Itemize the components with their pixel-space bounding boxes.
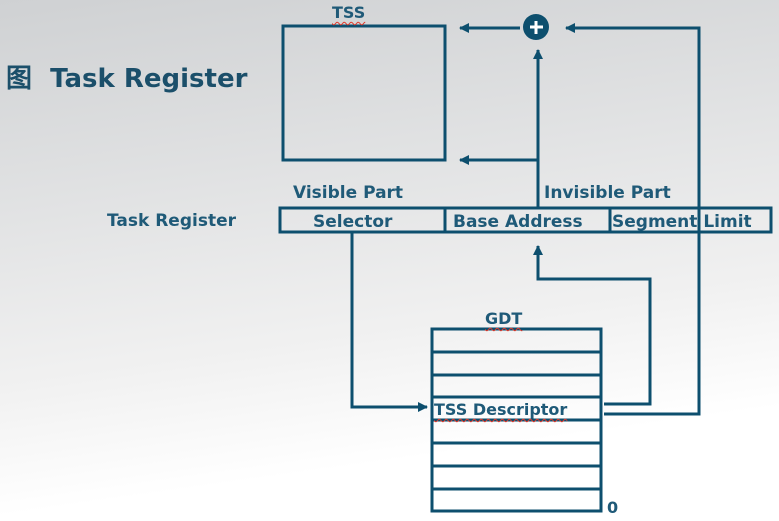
tss-box — [281, 24, 447, 162]
tss-descriptor-label: TSS Descriptor — [434, 400, 568, 419]
title-text: Task Register — [50, 64, 248, 94]
selector-to-descriptor-arrow — [350, 232, 428, 412]
base-address-field: Base Address — [453, 212, 583, 232]
gdt-zero-index: 0 — [607, 498, 619, 517]
selector-field: Selector — [313, 212, 393, 232]
plus-circle-icon — [523, 14, 549, 40]
task-register-label: Task Register — [107, 211, 236, 231]
limit-to-adder-arrow — [565, 23, 701, 416]
invisible-part-label: Invisible Part — [544, 183, 671, 203]
segment-limit-field: Segment Limit — [612, 212, 752, 232]
title-char: 图 — [6, 64, 33, 94]
slide-title: 图 Task Register — [6, 58, 247, 95]
gdt-label: GDT — [485, 309, 523, 328]
visible-part-label: Visible Part — [293, 183, 404, 203]
descriptor-to-base-arrow — [533, 245, 652, 406]
task-register-bar — [278, 206, 773, 234]
tss-label: TSS — [332, 3, 366, 22]
